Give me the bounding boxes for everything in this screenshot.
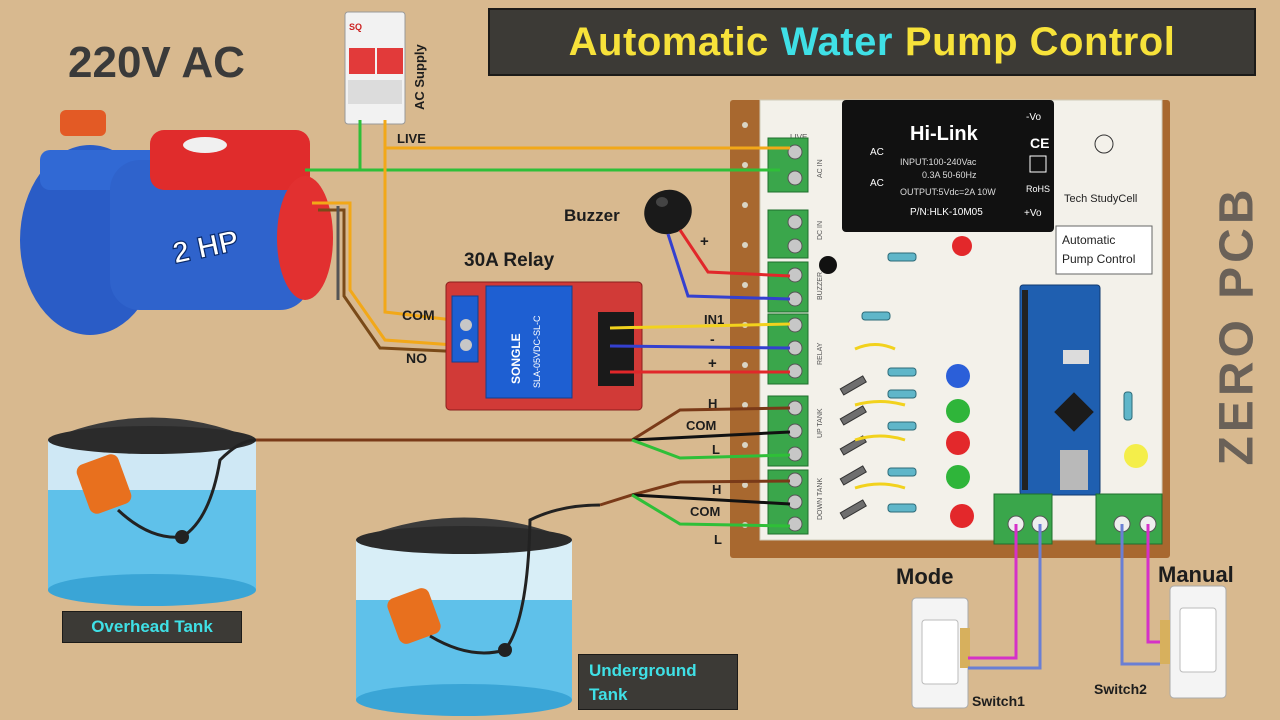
relay-model-text: SLA-05VDC-SL-C xyxy=(532,315,542,388)
status-leds xyxy=(946,236,1148,528)
switch2-label: Switch2 xyxy=(1094,681,1147,697)
transistor xyxy=(819,256,837,274)
cert-mark-icon xyxy=(1029,155,1047,173)
relay-in1-label: IN1 xyxy=(704,312,724,327)
ce-mark-icon: CE xyxy=(1030,135,1049,151)
overhead-float-cable xyxy=(116,438,257,539)
terminal-dc-in xyxy=(767,209,809,259)
pcb-label-box xyxy=(1055,225,1153,275)
up-tank-l-label: L xyxy=(712,442,720,457)
relay-module xyxy=(445,281,643,411)
title-part2: Water xyxy=(780,19,893,64)
title-part3: Pump Control xyxy=(904,19,1176,64)
overhead-tank-label: Overhead Tank xyxy=(62,611,242,643)
relay-com-label: COM xyxy=(402,307,435,323)
silk-ac-in: AC IN xyxy=(817,159,824,178)
buzzer-label: Buzzer xyxy=(564,206,620,225)
ac-supply-label: AC Supply xyxy=(412,44,427,110)
live-wire-label: LIVE xyxy=(397,131,426,146)
title-part1: Automatic xyxy=(568,19,769,64)
studycell-logo-icon xyxy=(1094,134,1114,154)
buzzer-wires xyxy=(666,229,791,301)
down-tank-l-label: L xyxy=(714,532,722,547)
down-tank-com-label: COM xyxy=(690,504,720,519)
down-tank-h-label: H xyxy=(712,482,721,497)
underground-tank-label: Underground Tank xyxy=(578,654,738,710)
buzzer xyxy=(644,189,692,235)
hilink-vo-minus: -Vo xyxy=(1026,112,1041,123)
arduino-nano xyxy=(1019,284,1101,496)
hilink-ac2: AC xyxy=(870,178,884,189)
pcb-box-line2: Pump Control xyxy=(1062,252,1135,266)
manual-label: Manual xyxy=(1158,562,1234,587)
ac-wires xyxy=(305,120,790,354)
switch-wires xyxy=(968,524,1160,670)
mode-switch xyxy=(911,597,970,709)
underground-tank xyxy=(356,517,572,716)
hilink-pn: P/N:HLK-10M05 xyxy=(910,207,983,218)
hilink-current: 0.3A 50-60Hz xyxy=(922,170,977,180)
relay-brand-text: SONGLE xyxy=(509,333,523,384)
relay-control-wires xyxy=(609,322,791,374)
circuit-breaker: SQ xyxy=(344,11,406,125)
buzzer-plus-label: + xyxy=(700,233,709,250)
relay-minus-label: - xyxy=(710,331,715,347)
title-banner: Automatic Water Pump Control xyxy=(488,8,1256,76)
silk-buzzer: BUZZER xyxy=(817,272,824,300)
hilink-output: OUTPUT:5Vdc=2A 10W xyxy=(900,187,996,197)
silk-up-tank: UP TANK xyxy=(817,408,824,438)
resistors xyxy=(861,252,1133,513)
manual-switch xyxy=(1160,585,1227,699)
switch1-label: Switch1 xyxy=(972,693,1025,709)
water-pump xyxy=(20,110,333,335)
terminal-mode-switch xyxy=(993,493,1053,545)
silk-relay: RELAY xyxy=(817,342,824,365)
mode-label: Mode xyxy=(896,564,953,589)
pcb-holes xyxy=(742,122,748,528)
hilink-brand: Hi-Link xyxy=(910,123,979,145)
tank-wires xyxy=(256,406,791,528)
arduino-header-left xyxy=(1022,290,1028,490)
pcb-box-line1: Automatic xyxy=(1062,233,1115,247)
pcb-board: LIVE AC IN DC IN BUZZER RELAY UP TANK DO… xyxy=(730,99,1170,558)
pcb-brand: Tech StudyCell xyxy=(1064,193,1137,205)
hilink-rohs: RoHS xyxy=(1026,184,1050,194)
up-tank-com-label: COM xyxy=(686,418,716,433)
relay-plus-label: + xyxy=(708,355,717,372)
hilink-vo-plus: +Vo xyxy=(1024,208,1042,219)
diodes xyxy=(839,375,867,520)
hilink-module: Hi-Link INPUT:100-240Vac 0.3A 50-60Hz OU… xyxy=(842,100,1054,232)
underground-float-cable xyxy=(429,503,601,655)
silk-dc-in: DC IN xyxy=(817,221,824,240)
terminal-manual-switch xyxy=(1095,493,1163,545)
supply-voltage-label: 220V AC xyxy=(68,38,245,87)
breaker-brand: SQ xyxy=(349,22,362,32)
terminal-buzzer xyxy=(767,261,809,313)
jumper-wires xyxy=(854,343,906,490)
overhead-tank xyxy=(48,417,256,606)
hilink-ac1: AC xyxy=(870,147,884,158)
up-tank-h-label: H xyxy=(708,396,717,411)
relay-no-label: NO xyxy=(406,350,427,366)
terminal-ac-in xyxy=(767,137,809,193)
silk-down-tank: DOWN TANK xyxy=(817,478,824,520)
hilink-input: INPUT:100-240Vac xyxy=(900,157,977,167)
relay-label: 30A Relay xyxy=(464,250,555,271)
